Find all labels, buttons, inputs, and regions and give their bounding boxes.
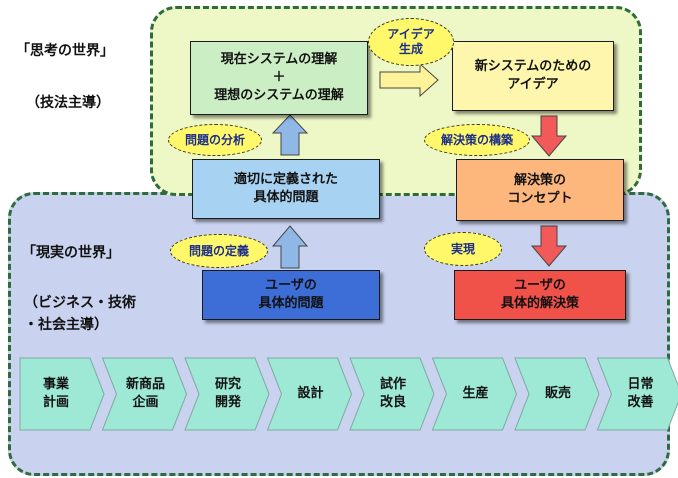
process-step-shape (184, 357, 270, 431)
process-step-shape (349, 357, 435, 431)
process-step-label: 研究 開発 (214, 377, 241, 410)
arrow-right-idea (379, 62, 439, 98)
process-step-label: 販売 (544, 386, 571, 401)
thinking-world-sublabel: （技法主導） (26, 95, 110, 111)
process-step-label: 生産 (462, 386, 489, 401)
process-step-shape (19, 357, 105, 431)
arrow-up-analysis (271, 114, 309, 156)
solution-build-oval: 解決策の構築 (424, 124, 530, 156)
process-step-label: 事業 計画 (42, 377, 69, 410)
realization-oval: 実現 (424, 232, 502, 266)
new-system-idea-box: 新システムのための アイデア (452, 41, 614, 111)
process-step-label: 新商品 企画 (125, 377, 165, 410)
process-step-shape (266, 357, 353, 431)
idea-generation-oval: アイデア 生成 (368, 18, 454, 66)
solution-concept-box: 解決策の コンセプト (456, 159, 624, 221)
user-solution-box: ユーザの 具体的解決策 (454, 270, 626, 320)
problem-definition-oval: 問題の定義 (170, 234, 268, 268)
process-step-shape (101, 357, 188, 431)
defined-problem-box: 適切に定義された 具体的問題 (192, 159, 380, 219)
reality-world-sublabel: （ビジネス・技術 ・社会主導） (24, 295, 136, 333)
process-step-shape (514, 357, 600, 431)
process-step-label: 試作 改良 (379, 377, 406, 410)
user-problem-box: ユーザの 具体的問題 (202, 270, 380, 320)
process-step-label: 日常 改善 (627, 377, 654, 410)
process-step-shape (596, 357, 678, 431)
problem-analysis-oval: 問題の分析 (168, 124, 262, 156)
process-step-shape (431, 357, 518, 431)
current-ideal-system-box: 現在システムの理解 ＋ 理想のシステムの理解 (190, 41, 368, 115)
process-step-label: 設計 (297, 386, 324, 401)
arrow-down-build (530, 115, 568, 157)
reality-world-label: 「現実の世界」 (22, 245, 120, 261)
arrow-down-realize (530, 225, 568, 267)
thinking-world-label: 「思考の世界」 (16, 43, 114, 59)
arrow-up-definition (271, 225, 309, 269)
